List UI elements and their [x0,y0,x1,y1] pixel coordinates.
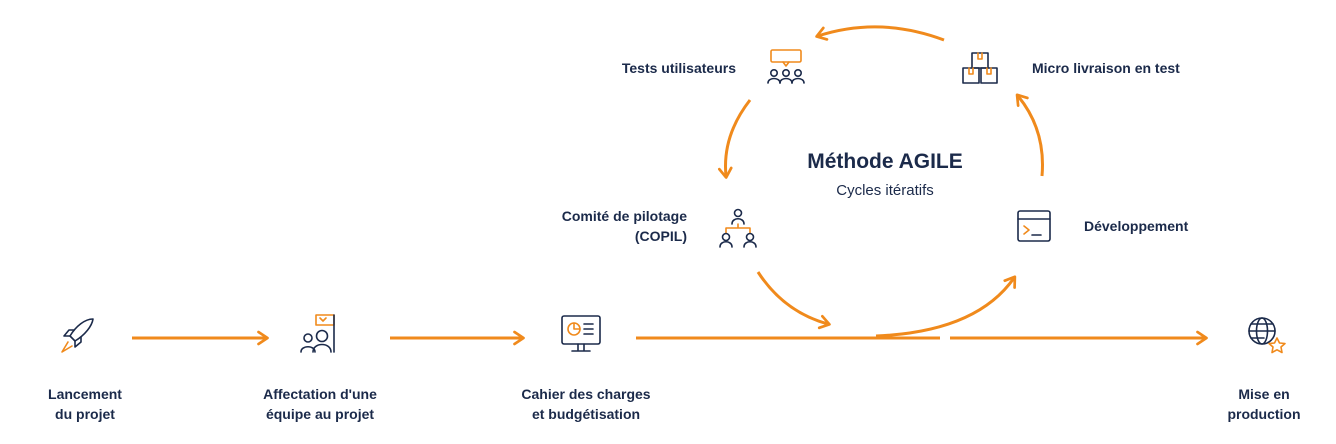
timeline-label-team: Affectation d'une équipe au projet [230,384,410,424]
rocket-icon [61,318,94,353]
terminal-window-icon [1017,210,1051,242]
hierarchy-icon [719,208,757,248]
timeline-label-team-line-2: équipe au projet [265,406,375,422]
cycle-arrows [717,25,1044,338]
step-label-copil-line-2: (COPIL) [634,228,687,244]
arrow-delivery-to-tests [815,25,945,42]
packages-icon [962,52,998,84]
cycle-title: Méthode AGILE [807,150,963,173]
timeline-label-team-line-1: Affectation d'une [263,386,377,402]
arrow-dev-to-delivery [1015,93,1044,177]
step-label-copil-line-1: Comité de pilotage [561,208,687,224]
step-label-tests: Tests utilisateurs [621,60,736,76]
timeline-label-launch-line-2: du projet [55,406,115,422]
team-flag-icon [300,314,335,353]
cycle-subtitle: Cycles itératifs [836,182,934,199]
step-label-copil: Comité de pilotage (COPIL) [500,206,687,246]
arrow-tests-to-copil [717,99,752,179]
timeline-label-launch: Lancement du projet [10,384,160,424]
timeline-label-production: Mise en production [1206,384,1322,424]
step-label-development: Développement [1084,218,1189,234]
timeline-label-spec-line-1: Cahier des charges [521,386,651,402]
user-testing-icon [767,49,805,84]
timeline-label-production-line-1: Mise en [1238,386,1290,402]
arrow-copil-to-timeline [756,271,831,330]
timeline-label-production-line-2: production [1227,406,1301,422]
timeline-label-spec: Cahier des charges et budgétisation [486,384,686,424]
step-label-micro-delivery: Micro livraison en test [1032,60,1180,76]
timeline-label-launch-line-1: Lancement [48,386,122,402]
arrow-timeline-to-dev [875,275,1017,338]
timeline-label-spec-line-2: et budgétisation [531,406,641,422]
globe-star-icon [1248,317,1286,354]
presentation-screen-icon [561,315,601,352]
